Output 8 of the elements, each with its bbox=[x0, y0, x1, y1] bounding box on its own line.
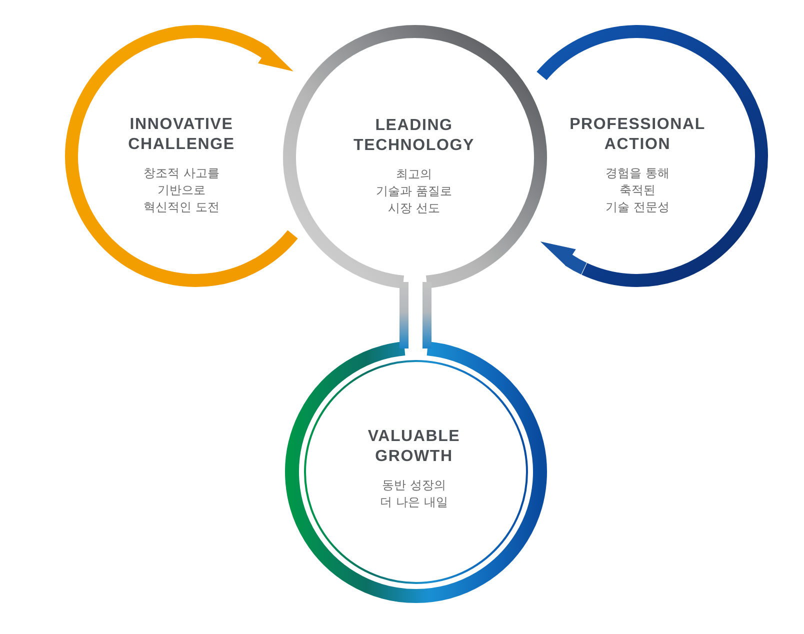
description: 동반 성장의 더 나은 내일 bbox=[380, 477, 448, 511]
heading: PROFESSIONAL ACTION bbox=[570, 115, 706, 155]
description: 최고의 기술과 품질로 시장 선도 bbox=[376, 166, 452, 217]
heading: VALUABLE GROWTH bbox=[368, 427, 460, 467]
description: 창조적 사고를 기반으로 혁신적인 도전 bbox=[144, 165, 220, 216]
heading: INNOVATIVE CHALLENGE bbox=[128, 115, 235, 155]
heading: LEADING TECHNOLOGY bbox=[354, 116, 474, 156]
description: 경험을 통해 축적된 기술 전문성 bbox=[606, 165, 670, 216]
